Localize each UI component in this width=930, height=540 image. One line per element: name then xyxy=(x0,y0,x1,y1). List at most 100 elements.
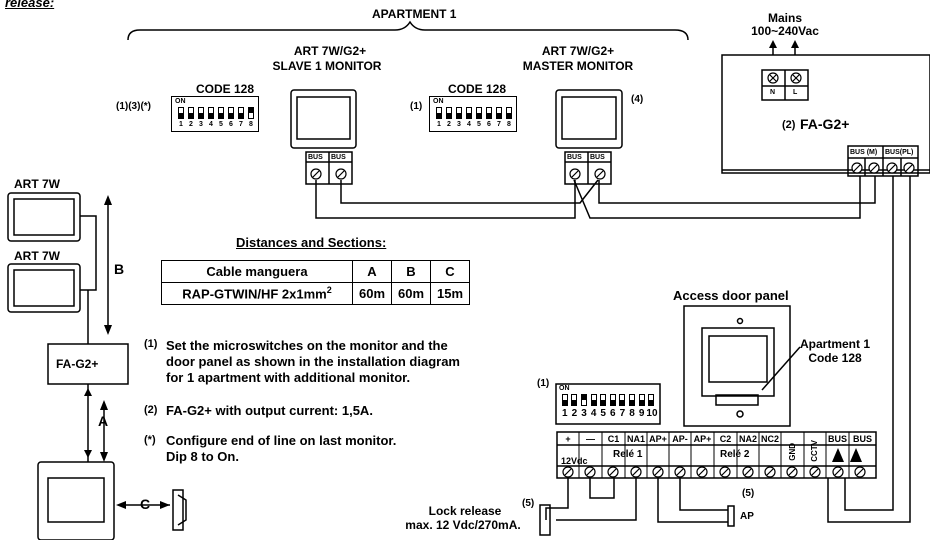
left-psu-label: FA-G2+ xyxy=(56,357,99,371)
note-3-ref: (*) xyxy=(144,434,156,446)
header-cable: Cable manguera xyxy=(161,260,353,283)
note-1-ref: (1) xyxy=(144,338,158,350)
slave-monitor-model: ART 7W/G2+ xyxy=(293,44,367,58)
dip-switch-number: 9 xyxy=(638,408,645,419)
terminal-label: BUS xyxy=(852,434,872,444)
terminal-12vdc: 12Vdc xyxy=(561,456,588,466)
dip-switch-lever[interactable] xyxy=(486,107,492,119)
apartment-label: APARTMENT 1 xyxy=(372,7,457,21)
dip-on-label: ON xyxy=(433,98,444,105)
slave-bus-label-2: BUS xyxy=(331,154,346,161)
slave-refs: (1)(3)(*) xyxy=(116,101,151,112)
terminal-label: AP+ xyxy=(649,434,667,444)
terminal-label: BUS xyxy=(827,434,847,444)
dip-switch-lever[interactable] xyxy=(198,107,204,119)
terminal-label: AP- xyxy=(672,434,688,444)
dip-switch-lever[interactable] xyxy=(228,107,234,119)
dip-switch-number: 1 xyxy=(562,408,568,419)
header-b: B xyxy=(391,260,431,283)
dip-switch-number: 7 xyxy=(619,408,626,419)
dip-switch-number: 8 xyxy=(629,408,635,419)
dip-switch-lever[interactable] xyxy=(600,394,607,406)
dip-switch-lever[interactable] xyxy=(456,107,462,119)
apartment-1-label: Apartment 1 xyxy=(799,337,870,351)
dip-switch-number: 7 xyxy=(497,121,501,128)
mains-label: Mains xyxy=(767,11,802,25)
dip-switch-number: 8 xyxy=(507,121,511,128)
psu-terminal-bus-m: BUS (M) xyxy=(850,149,878,156)
dip-switch-number: 4 xyxy=(590,408,597,419)
dip-switch-lever[interactable] xyxy=(506,107,512,119)
dip-switch-lever[interactable] xyxy=(638,394,645,406)
dip-switch-lever[interactable] xyxy=(476,107,482,119)
dip-switch-number: 6 xyxy=(487,121,491,128)
mains-terminal-n: N xyxy=(770,89,776,96)
terminal-label: NA1 xyxy=(626,434,645,444)
master-ref-right: (4) xyxy=(631,94,644,105)
header-a: A xyxy=(352,260,392,283)
cell-c: 15m xyxy=(430,282,470,305)
distances-table: Cable manguera A B C RAP-GTWIN/HF 2x1mm2… xyxy=(161,260,470,305)
slave-code-label: CODE 128 xyxy=(196,82,255,96)
terminal-label: + xyxy=(565,434,571,444)
master-monitor-model: ART 7W/G2+ xyxy=(541,44,615,58)
terminal-label: — xyxy=(586,434,595,444)
dip-switch-lever[interactable] xyxy=(446,107,452,119)
ap-label: AP xyxy=(740,511,754,522)
dip-switch-lever[interactable] xyxy=(629,394,635,406)
dip-switch-lever[interactable] xyxy=(619,394,626,406)
distance-a-label: A xyxy=(98,413,109,429)
note-1-line-2: door panel as shown in the installation … xyxy=(166,354,460,369)
table-header-row: Cable manguera A B C xyxy=(161,260,470,283)
dip-switch-number: 10 xyxy=(646,408,658,419)
dip-on-label: ON xyxy=(175,98,186,105)
dip-switch-lever[interactable] xyxy=(466,107,472,119)
lock-spec: max. 12 Vdc/270mA. xyxy=(405,518,521,532)
terminal-label: NC2 xyxy=(760,434,779,444)
dip-switch-number: 6 xyxy=(610,408,616,419)
lock-label: Lock release xyxy=(428,504,502,518)
dip-switch-lever[interactable] xyxy=(188,107,194,119)
dip-switch-lever[interactable] xyxy=(248,107,254,119)
dip-switch-lever[interactable] xyxy=(648,394,655,406)
cell-a: 60m xyxy=(352,282,392,305)
dip-switch-number: 4 xyxy=(209,121,213,128)
dip-switch-lever[interactable] xyxy=(436,107,442,119)
dip-switch-lever[interactable] xyxy=(218,107,224,119)
terminal-rele1: Relé 1 xyxy=(613,449,643,460)
dip-switch-lever[interactable] xyxy=(496,107,502,119)
dip-switch-number: 3 xyxy=(457,121,461,128)
dip-switch-lever[interactable] xyxy=(561,394,568,406)
psu-terminal-bus-pl: BUS(PL) xyxy=(885,149,914,156)
terminal-label: AP+ xyxy=(693,434,712,444)
dip-switch-lever[interactable] xyxy=(238,107,244,119)
dip-switch-lever[interactable] xyxy=(581,394,587,406)
cable-name: RAP-GTWIN/HF 2x1mm xyxy=(182,286,327,302)
dip-switch-number: 5 xyxy=(219,121,223,128)
header-label: release: xyxy=(5,0,55,10)
dip-switch-number: 1 xyxy=(179,121,183,128)
distance-c-label: C xyxy=(140,496,151,512)
dip-switch-lever[interactable] xyxy=(208,107,214,119)
terminal-label: CCTV xyxy=(810,440,819,462)
mains-voltage: 100~240Vac xyxy=(751,24,819,38)
master-bus-label-1: BUS xyxy=(567,154,582,161)
note-1-line-3: for 1 apartment with additional monitor. xyxy=(166,370,411,385)
apartment-1-code: Code 128 xyxy=(808,351,862,365)
dip-switch-number: 5 xyxy=(600,408,606,419)
dip-switch-number: 8 xyxy=(249,121,253,128)
dip-switch-lever[interactable] xyxy=(571,394,578,406)
mains-terminal-l: L xyxy=(793,89,798,96)
dip-switch-lever[interactable] xyxy=(609,394,616,406)
note-1-line-1: Set the microswitches on the monitor and… xyxy=(166,338,448,353)
dip-switch-lever[interactable] xyxy=(178,107,184,119)
cable-superscript: 2 xyxy=(326,285,332,296)
master-ref-left: (1) xyxy=(410,101,423,112)
header-c: C xyxy=(430,260,470,283)
dip-switch-lever[interactable] xyxy=(590,394,597,406)
